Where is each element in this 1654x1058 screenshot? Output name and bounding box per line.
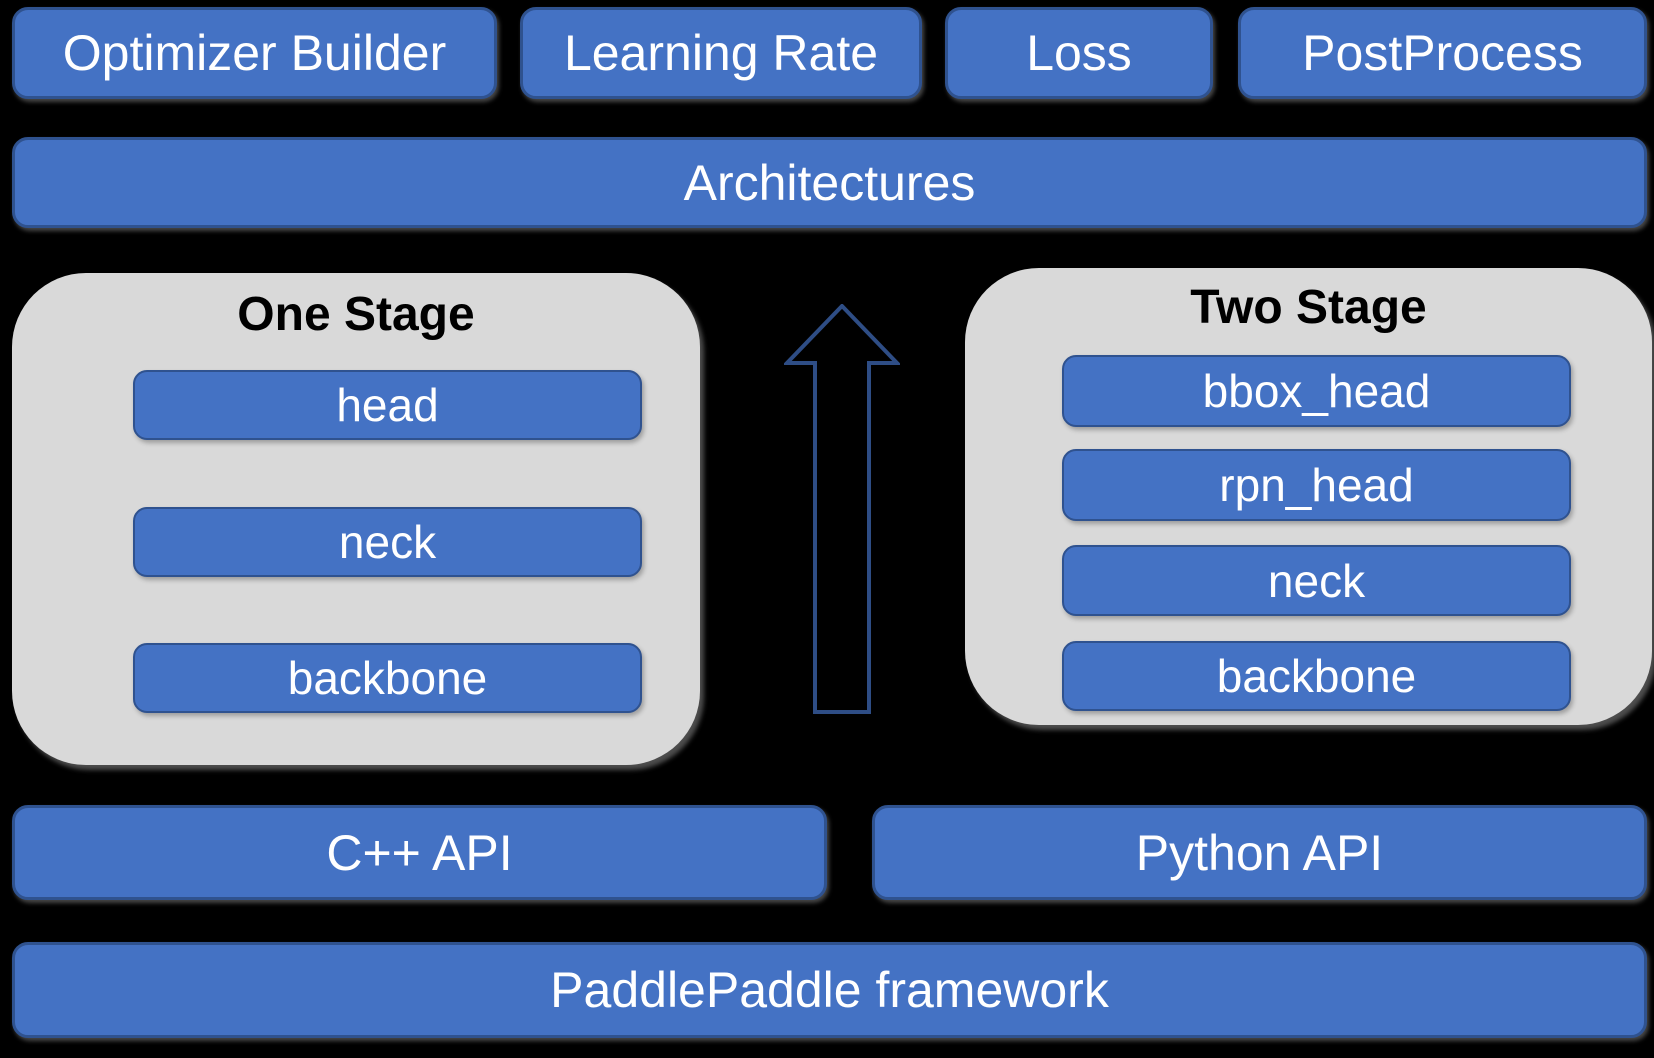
box-label: Learning Rate	[563, 25, 879, 81]
box-label: Loss	[1026, 25, 1132, 81]
bar-cpp-api: C++ API	[12, 805, 827, 900]
container-two-stage: Two Stage bbox_head rpn_head neck backbo…	[965, 268, 1652, 725]
module-label: neck	[338, 516, 437, 568]
box-loss: Loss	[945, 7, 1213, 99]
module-bbox-head: bbox_head	[1062, 355, 1571, 427]
bar-label: PaddlePaddle framework	[550, 962, 1109, 1018]
module-label: neck	[1267, 554, 1366, 607]
module-backbone: backbone	[133, 643, 642, 713]
bar-label: Architectures	[683, 154, 976, 211]
bar-python-api: Python API	[872, 805, 1647, 900]
box-learning-rate: Learning Rate	[520, 7, 922, 99]
bar-label: C++ API	[326, 824, 513, 881]
box-label: Optimizer Builder	[62, 25, 447, 81]
module-label: rpn_head	[1219, 459, 1414, 511]
box-label: PostProcess	[1302, 25, 1583, 81]
bar-label: Python API	[1135, 824, 1384, 881]
title-one-stage: One Stage	[237, 288, 475, 341]
module-backbone-two-stage: backbone	[1062, 641, 1571, 711]
up-arrow-icon	[784, 304, 900, 714]
module-label: head	[336, 379, 439, 431]
module-neck-two-stage: neck	[1062, 545, 1571, 616]
container-one-stage: One Stage head neck backbone	[12, 273, 700, 765]
bar-paddlepaddle-framework: PaddlePaddle framework	[12, 942, 1647, 1038]
module-label: backbone	[1216, 650, 1417, 702]
title-two-stage: Two Stage	[1190, 281, 1427, 334]
bar-architectures: Architectures	[12, 137, 1647, 228]
box-postprocess: PostProcess	[1238, 7, 1647, 99]
module-neck: neck	[133, 507, 642, 577]
box-optimizer-builder: Optimizer Builder	[12, 7, 497, 99]
module-label: backbone	[287, 652, 488, 704]
module-label: bbox_head	[1202, 365, 1431, 417]
module-head: head	[133, 370, 642, 440]
module-rpn-head: rpn_head	[1062, 449, 1571, 521]
